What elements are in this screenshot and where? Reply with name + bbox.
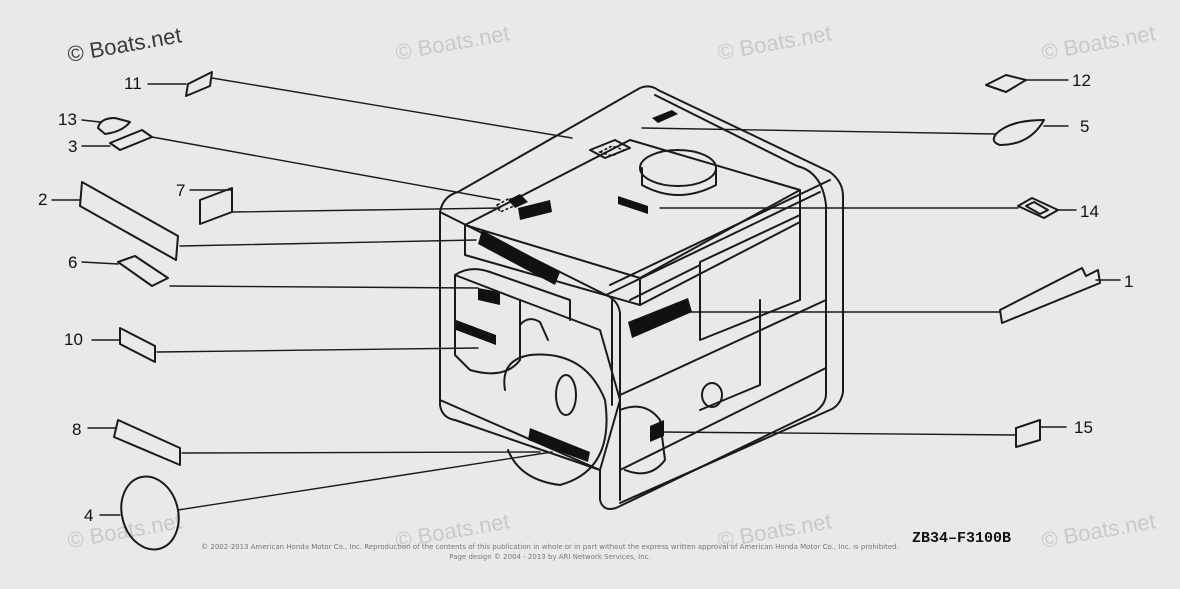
callout-4: 4 [84, 506, 94, 525]
label-1-shape [999, 267, 1101, 324]
label-3-shape [109, 129, 153, 151]
label-8-shape [113, 419, 181, 466]
callout-5: 5 [1080, 117, 1090, 136]
copyright-line: © 2002-2013 American Honda Motor Co., In… [201, 543, 899, 551]
callout-8: 8 [72, 420, 82, 439]
leader-lines [51, 77, 1121, 516]
label-14-shape [1017, 197, 1059, 219]
label-10-shape [119, 327, 156, 363]
callout-7: 7 [176, 181, 186, 200]
label-15-shape [1015, 419, 1041, 448]
callout-15: 15 [1074, 418, 1093, 437]
callout-12: 12 [1072, 71, 1091, 90]
label-7-shape [199, 187, 233, 225]
engine [454, 214, 801, 486]
callout-14: 14 [1080, 202, 1099, 221]
callout-2: 2 [38, 190, 48, 209]
decals [456, 110, 692, 462]
callout-6: 6 [68, 253, 78, 272]
copyright-notice: © 2002-2013 American Honda Motor Co., In… [170, 542, 930, 562]
diagram-code: ZB34–F3100B [912, 530, 1012, 547]
label-4-shape [120, 475, 180, 551]
label-5-shape [992, 119, 1045, 146]
generator-frame [439, 85, 844, 510]
callout-13: 13 [58, 110, 77, 129]
callout-10: 10 [64, 330, 83, 349]
label-6-shape [117, 255, 169, 287]
label-2-shape [79, 181, 179, 261]
callout-1: 1 [1124, 272, 1134, 291]
copyright-line: Page design © 2004 - 2013 by ARI Network… [449, 553, 651, 561]
callout-3: 3 [68, 137, 78, 156]
label-12-shape [985, 74, 1027, 93]
label-13-shape [97, 117, 131, 135]
callout-11: 11 [124, 74, 142, 93]
label-11-shape [185, 71, 213, 97]
